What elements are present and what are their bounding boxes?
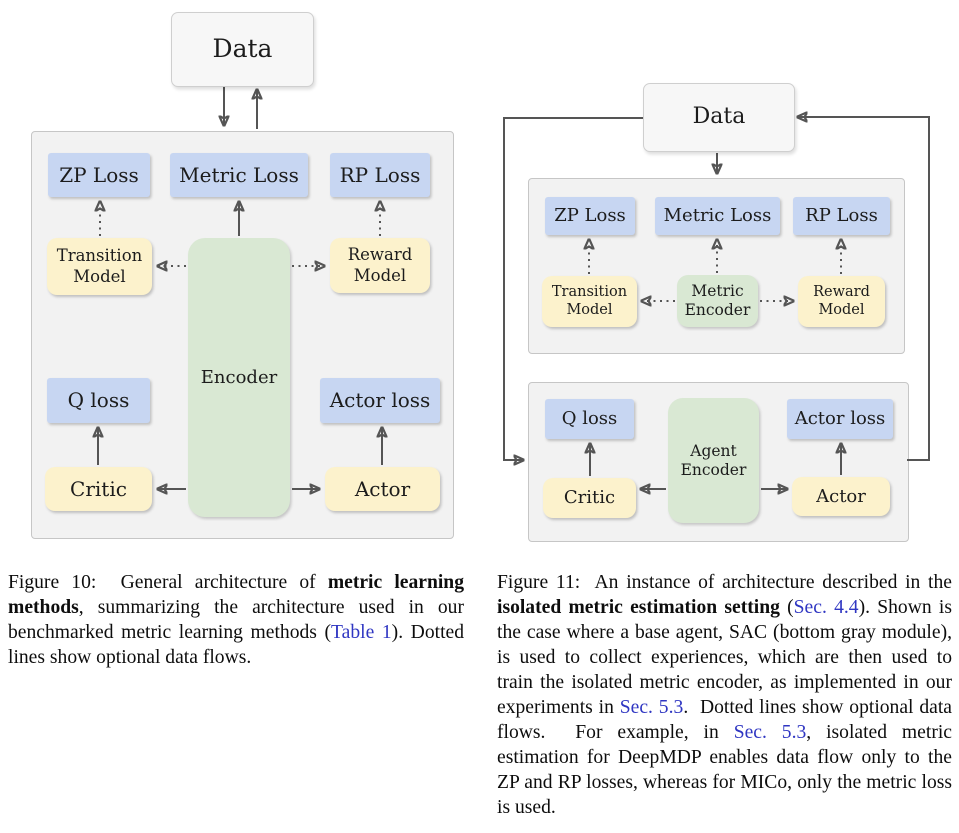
fig11-node-q-loss: Q loss [545,399,634,439]
fig10-node-metric-loss: Metric Loss [170,153,308,197]
caption10-text-2: , summarizing the architecture used in o… [8,597,464,643]
fig11-node-rp-loss: RP Loss [793,197,890,235]
fig11-node-transition-model: Transition Model [542,276,637,327]
fig10-node-transition-model: Transition Model [47,238,152,295]
caption11-text-1: Figure 11: An instance of architecture d… [497,572,952,593]
figure-10-diagram: Data ZP Loss Metric Loss RP Loss Transit… [0,0,470,560]
figure-11-caption: Figure 11: An instance of architecture d… [497,570,952,820]
caption11-text-4: . Dotted lines show optional data flows.… [497,697,952,743]
fig10-arrows [0,87,470,560]
fig10-node-encoder: Encoder [188,238,290,517]
fig11-node-actor: Actor [792,477,890,516]
fig10-node-data: Data [171,12,314,87]
arrow-data-to-agent-module-loop [503,117,643,460]
fig11-node-metric-encoder: Metric Encoder [677,275,758,327]
fig11-node-zp-loss: ZP Loss [545,197,635,235]
figure-10-caption: Figure 10: General architecture of metri… [8,570,464,670]
fig10-node-rp-loss: RP Loss [330,153,430,197]
fig10-node-reward-model: Reward Model [330,238,430,293]
figure-11-diagram: Data ZP Loss Metric Loss RP Loss Transit… [480,80,959,550]
ref-sec-5-3-b[interactable]: Sec. 5.3 [733,722,807,743]
ref-sec-5-3-a[interactable]: Sec. 5.3 [619,697,684,718]
fig10-node-zp-loss: ZP Loss [48,153,150,197]
fig11-node-critic: Critic [543,478,636,518]
caption10-text-3: ). Dotted lines show optional data flows… [8,622,465,668]
fig11-node-data: Data [643,83,795,152]
fig11-node-actor-loss: Actor loss [787,399,893,439]
ref-sec-4-4[interactable]: Sec. 4.4 [793,597,859,618]
fig11-node-reward-model: Reward Model [798,276,885,327]
fig10-node-q-loss: Q loss [47,378,150,423]
fig10-node-actor: Actor [325,467,440,511]
caption10-text-1: Figure 10: General architecture of [8,572,328,593]
fig11-node-agent-encoder: Agent Encoder [668,398,759,523]
caption10-bold: metric learning methods [8,572,464,618]
caption11-text-3: ). Shown is the case where a base agent,… [497,597,952,718]
caption11-bold: isolated metric estimation setting [497,597,780,618]
caption11-text-2: ( [779,597,794,618]
fig11-node-metric-loss: Metric Loss [655,197,780,235]
caption11-text-5: , isolated metric estimation for DeepMDP… [497,722,952,818]
fig10-node-critic: Critic [45,467,152,511]
ref-table-1[interactable]: Table 1 [331,622,392,643]
fig10-node-actor-loss: Actor loss [320,378,440,423]
fig11-arrows [503,80,930,550]
arrow-agent-module-to-data-loop [798,117,930,461]
